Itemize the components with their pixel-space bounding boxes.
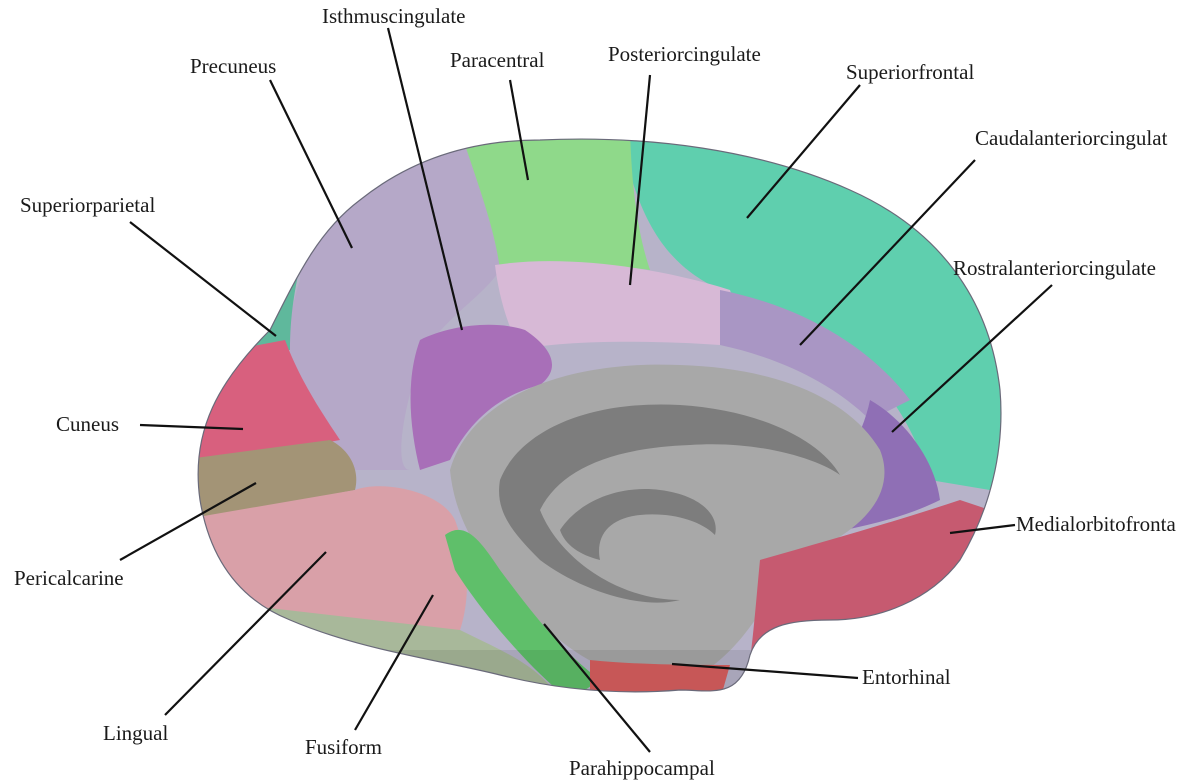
label-lingual: Lingual	[103, 723, 168, 744]
label-isthmuscingulate: Isthmuscingulate	[322, 6, 465, 27]
label-medialorbitofrontal: Medialorbitofronta	[1016, 514, 1176, 535]
label-parahippocampal: Parahippocampal	[569, 758, 715, 779]
label-entorhinal: Entorhinal	[862, 667, 951, 688]
label-pericalcarine: Pericalcarine	[14, 568, 124, 589]
label-rostralanteriorcingulate: Rostralanteriorcingulate	[953, 258, 1156, 279]
label-posteriorcingulate: Posteriorcingulate	[608, 44, 761, 65]
label-superiorparietal: Superiorparietal	[20, 195, 155, 216]
label-paracentral: Paracentral	[450, 50, 544, 71]
leader-superiorparietal	[130, 222, 276, 336]
leader-precuneus	[270, 80, 352, 248]
label-cuneus: Cuneus	[56, 414, 119, 435]
label-precuneus: Precuneus	[190, 56, 276, 77]
label-fusiform: Fusiform	[305, 737, 382, 758]
label-superiorfrontal: Superiorfrontal	[846, 62, 974, 83]
label-caudalanteriorcingulate: Caudalanteriorcingulat	[975, 128, 1167, 149]
